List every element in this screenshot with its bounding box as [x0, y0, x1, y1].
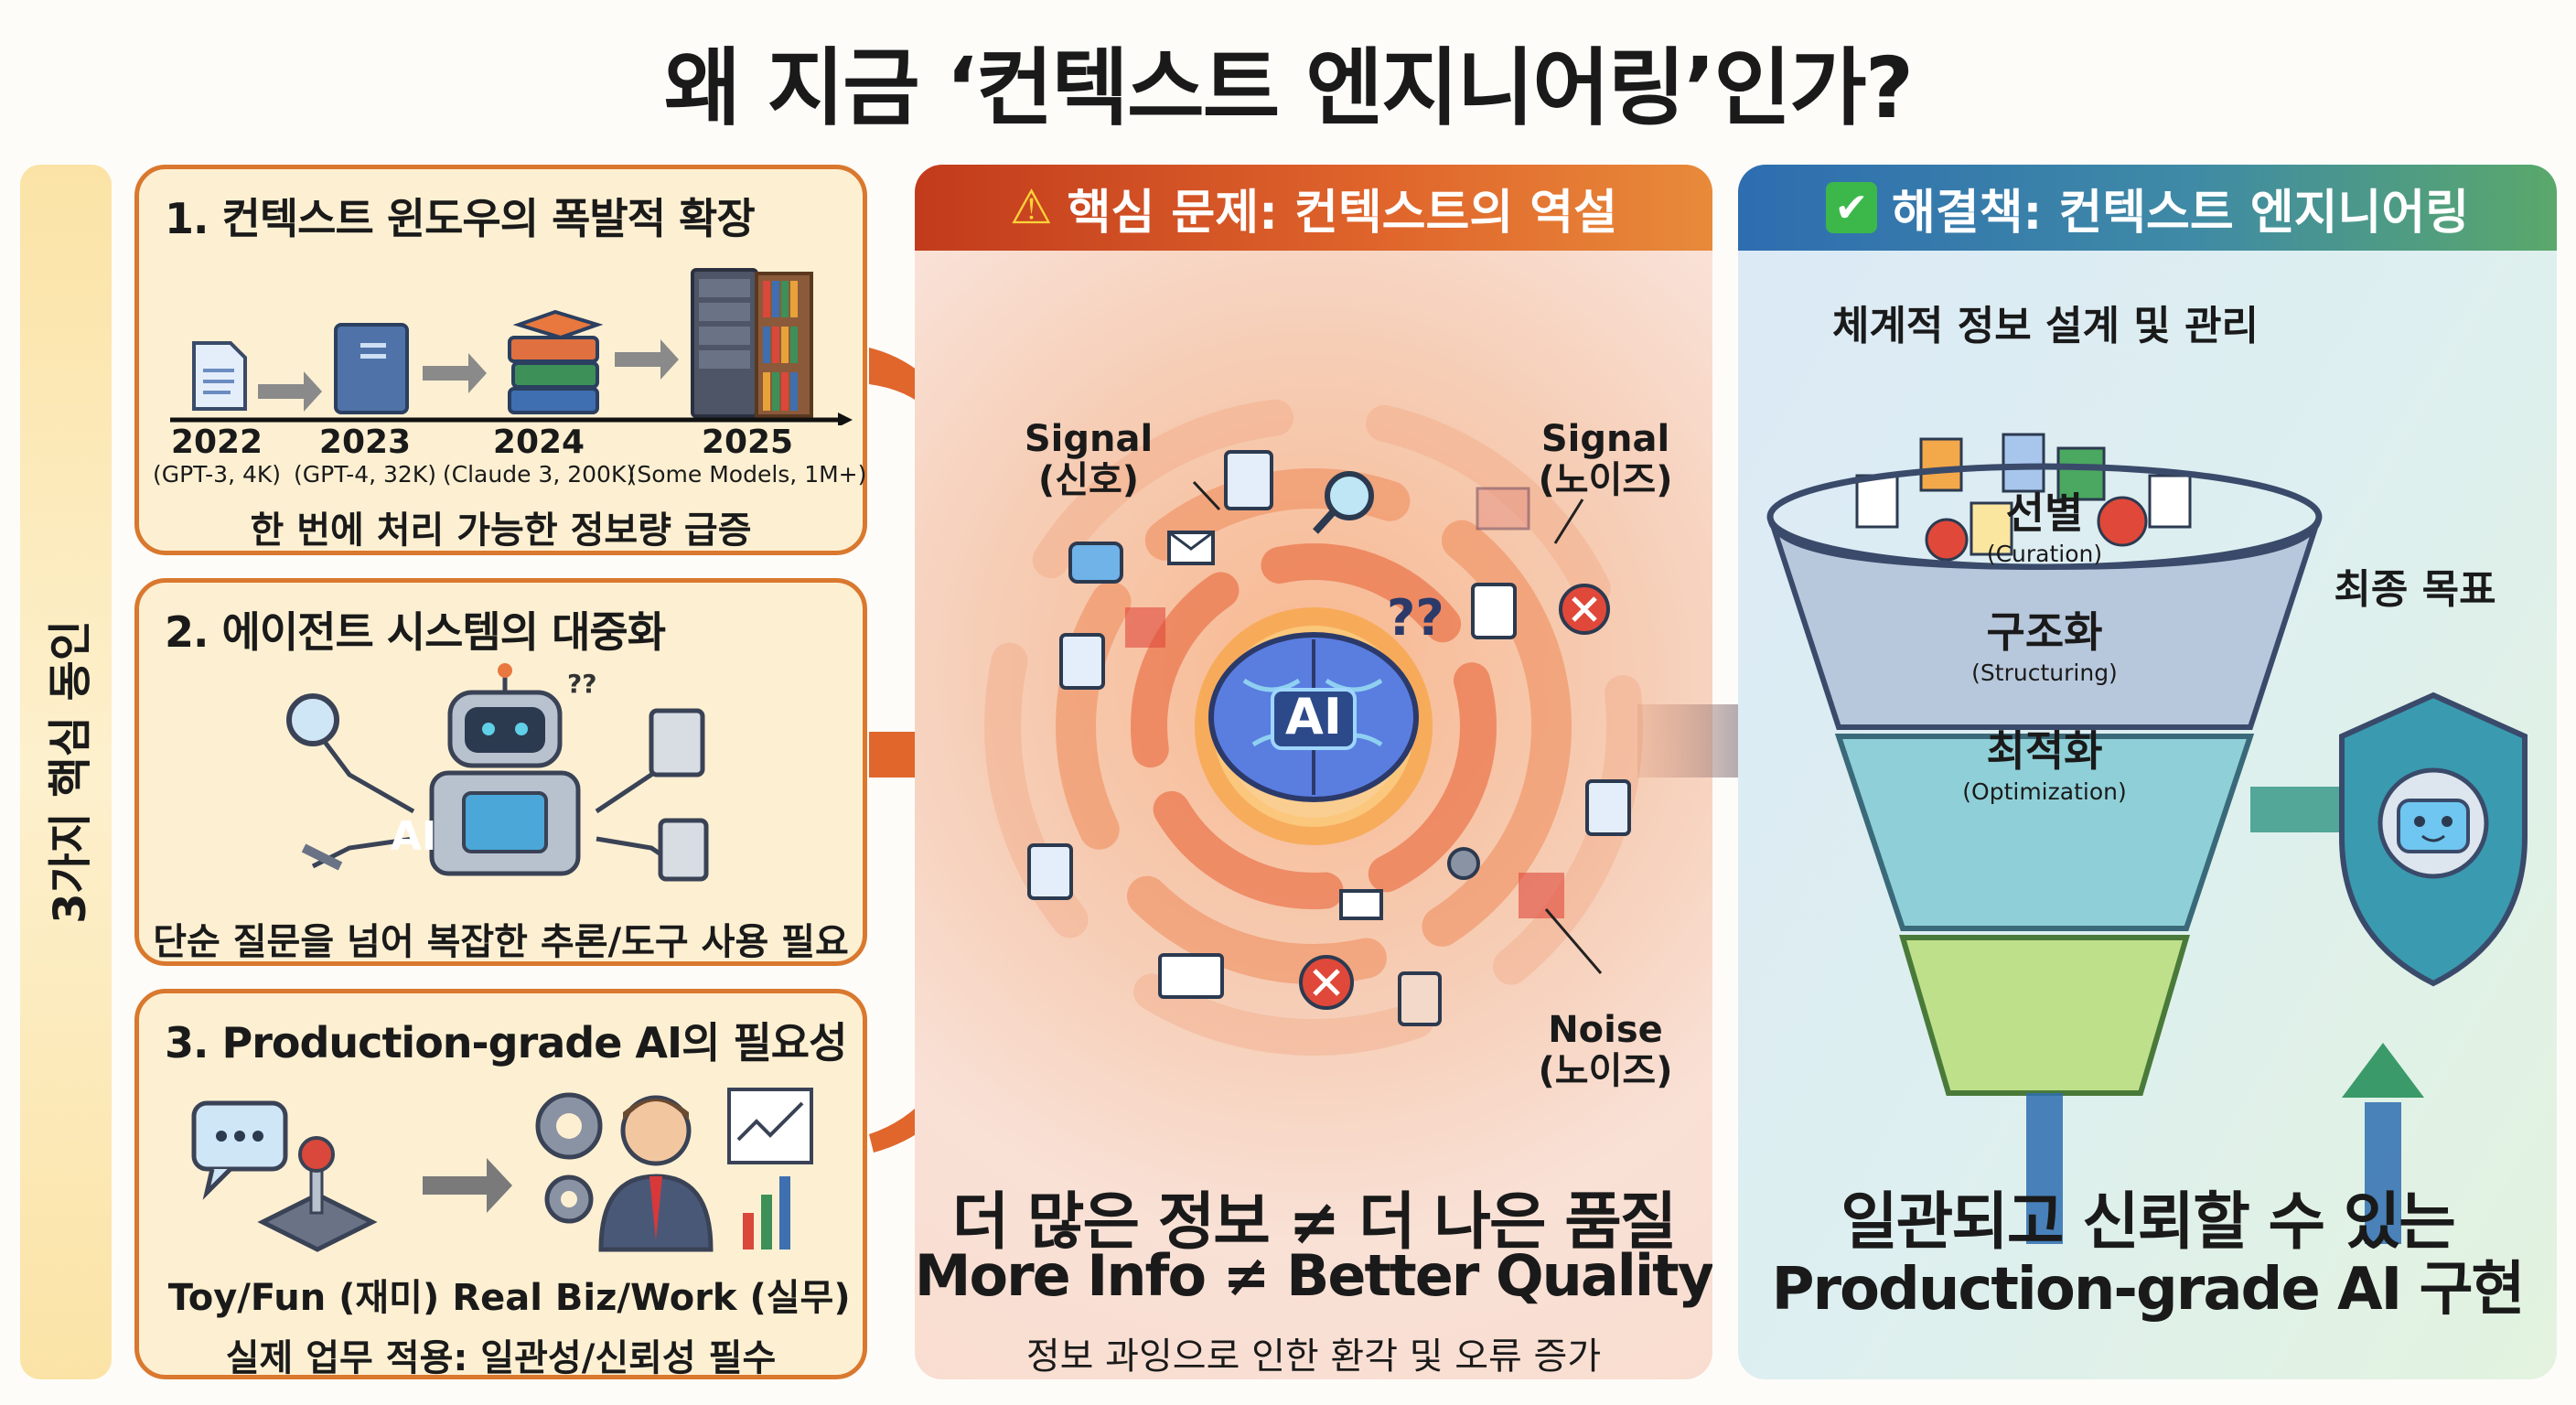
document-icon [1398, 971, 1442, 1026]
solution-header: ✔ 해결책: 컨텍스트 엔지니어링 [1738, 165, 2557, 251]
card-footer: 한 번에 처리 가능한 정보량 급증 [250, 509, 752, 552]
gear-icon [535, 1092, 603, 1224]
document-icon [1585, 779, 1631, 836]
document-icon [1059, 633, 1105, 690]
error-icon [1559, 584, 1610, 635]
book-stack-icon [508, 309, 604, 414]
card-production-ai: 3. Production-grade AI의 필요성 Toy/Fun (재미)… [134, 989, 867, 1379]
calculator-icon [649, 708, 705, 778]
check-icon: ✔ [1825, 182, 1877, 233]
svg-text:??: ?? [1387, 589, 1444, 647]
card-footer: 단순 질문을 넘어 복잡한 추론/도구 사용 필요 [153, 921, 849, 963]
magnifier-icon [286, 693, 339, 746]
document-icon [1471, 583, 1517, 639]
wrench-icon [301, 843, 343, 871]
multi-arm-robot-icon: ?? [286, 663, 709, 882]
problem-headline-en: (More Info ≠ Better Quality) [915, 1242, 1712, 1309]
calculator-icon [658, 818, 709, 882]
sidebar-label: 3가지 핵심 동인 [45, 620, 96, 924]
solution-panel: ✔ 해결책: 컨텍스트 엔지니어링 체계적 정보 설계 및 관리 선별(Cura… [1738, 165, 2557, 1379]
document-icon [1027, 843, 1073, 900]
card-footer: 실제 업무 적용: 일관성/신뢰성 필수 [225, 1337, 777, 1379]
noise-label: Noise(노이즈) [1538, 1009, 1673, 1092]
goal-label: 최종 목표 [2334, 566, 2496, 613]
problem-caption: 정보 과잉으로 인한 환각 및 오류 증가 [1025, 1335, 1602, 1378]
arrow-icon [615, 339, 679, 380]
timeline-item: 2023(GPT-4, 32K) [294, 424, 436, 488]
joystick-icon [257, 1136, 378, 1252]
problem-header: ⚠ 핵심 문제: 컨텍스트의 역설 [915, 165, 1712, 251]
error-icon [1519, 873, 1564, 918]
arrow-icon [258, 371, 322, 412]
problem-headline: 더 많은 정보 ≠ 더 나은 품질 [951, 1186, 1678, 1259]
magnifier-icon [1313, 471, 1374, 534]
funnel-layer-optimization [1898, 935, 2191, 1096]
signal-label: Signal(신호) [1024, 418, 1154, 501]
shield-robot-icon [2339, 692, 2528, 987]
contact-card-icon [1158, 953, 1224, 999]
page-title: 왜 지금 ‘컨텍스트 엔지니어링’인가? [663, 39, 1914, 137]
funnel-stage-curation: 선별(Curation) [1986, 488, 2103, 567]
card-title: 2. 에이전트 시스템의 대중화 [165, 607, 666, 657]
toy-fun-label: Toy/Fun (재미) [167, 1277, 440, 1319]
funnel-layer-curation [1767, 516, 2322, 730]
businessman-icon [598, 1095, 714, 1252]
arrow-icon [423, 1158, 512, 1213]
card-title: 3. Production-grade AI의 필요성 [165, 1018, 847, 1067]
error-icon [1299, 955, 1354, 1010]
document-icon [1224, 450, 1273, 510]
document-icon [192, 341, 247, 411]
chat-bubble-icon [191, 1100, 288, 1200]
funnel-stage-optimization: 최적화(Optimization) [1962, 726, 2127, 805]
warning-icon: ⚠ [1010, 180, 1053, 235]
problem-panel: ⚠ 핵심 문제: 컨텍스트의 역설 ?? AI Signal( [915, 165, 1712, 1379]
timeline-item: 2022(GPT-3, 4K) [152, 424, 282, 488]
timeline-arrowhead [838, 413, 853, 425]
brain-ai-label: AI [1285, 688, 1342, 745]
solution-header-text: 해결책: 컨텍스트 엔지니어링 [1891, 185, 2470, 241]
solution-subtitle: 체계적 정보 설계 및 관리 [1831, 303, 2259, 349]
svg-text:??: ?? [567, 669, 596, 699]
gear-icon [1447, 847, 1480, 880]
funnel-items [1855, 433, 2192, 562]
robot-ai-label: AI [390, 813, 437, 860]
toy-to-work-illustration [191, 1088, 813, 1252]
card-title: 1. 컨텍스트 윈도우의 폭발적 확장 [165, 194, 756, 243]
timeline-item: 2024(Claude 3, 200K) [442, 424, 636, 488]
real-work-label: Real Biz/Work (실무) [452, 1277, 851, 1319]
mail-icon [1339, 889, 1383, 920]
arrow-icon [423, 353, 487, 393]
card-context-window: 1. 컨텍스트 윈도우의 폭발적 확장 2022(GPT-3, 4K) 2023… [134, 165, 867, 555]
brain-icon [1208, 632, 1419, 802]
error-icon [1125, 607, 1165, 648]
information-vortex: ?? [984, 397, 1643, 1056]
timeline-illustration [170, 268, 853, 425]
signal-noise-label: Signal(노이즈) [1538, 418, 1673, 501]
funnel-stage-structuring: 구조화(Structuring) [1971, 607, 2118, 686]
growth-chart-icon [727, 1088, 813, 1249]
funnel-layer-structuring [1834, 734, 2255, 931]
error-icon [1476, 487, 1530, 531]
problem-header-text: 핵심 문제: 컨텍스트의 역설 [1067, 185, 1617, 241]
funnel-diagram [1766, 433, 2528, 1244]
up-arrow-icon [2342, 1043, 2424, 1098]
book-icon [334, 323, 409, 414]
mail-icon [1167, 531, 1215, 565]
solution-headline: 일관되고 신뢰할 수 있는 [1841, 1186, 2456, 1259]
server-library-icon [691, 268, 813, 418]
solution-headline-2: Production-grade AI 구현 [1771, 1256, 2526, 1324]
chat-icon [1068, 542, 1123, 584]
sidebar-label-bar: 3가지 핵심 동인 [20, 165, 112, 1379]
timeline-item: 2025(Some Models, 1M+) [628, 424, 867, 488]
card-agent-systems: 2. 에이전트 시스템의 대중화 ?? AI 단순 질문을 넘어 복잡한 추론/… [134, 578, 867, 966]
